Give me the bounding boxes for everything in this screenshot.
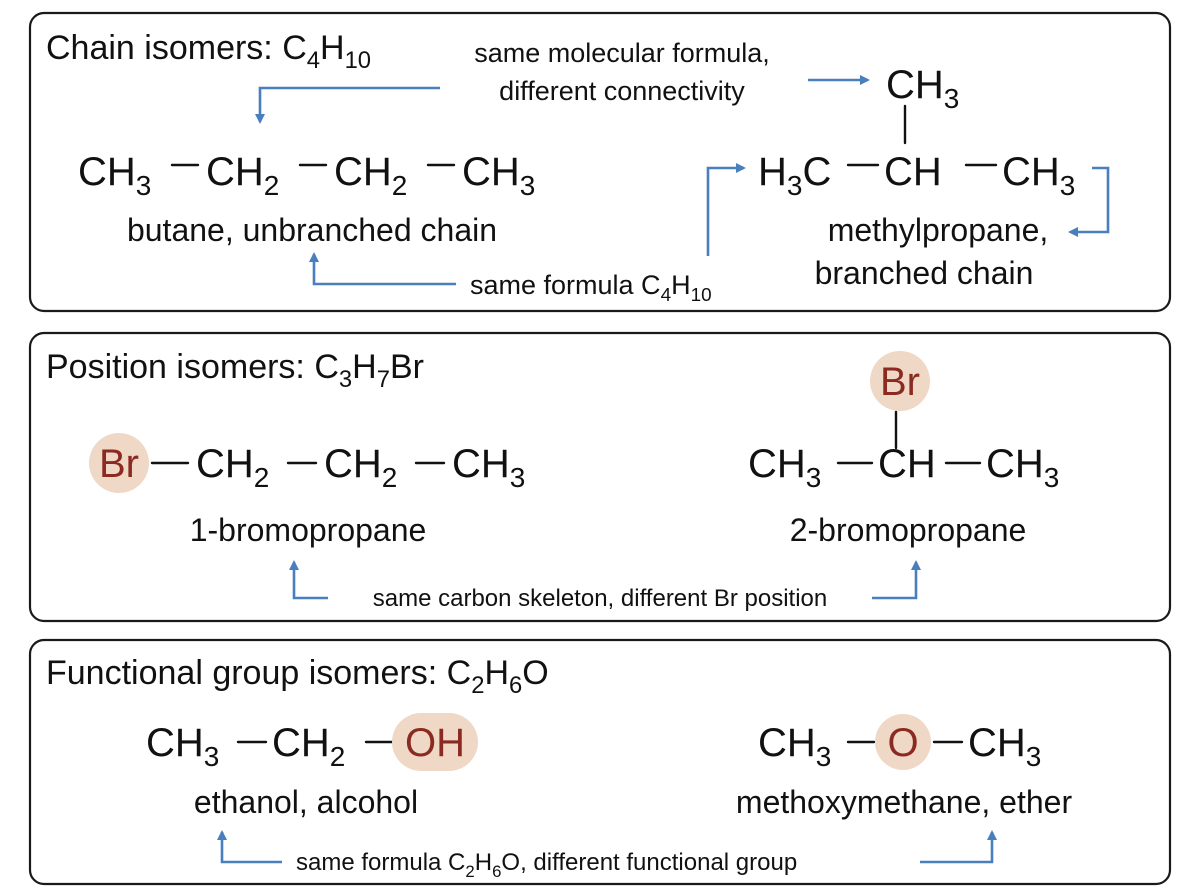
methylpropane-left-methyl: H3C [758, 150, 831, 201]
bromine-highlight-1 [89, 433, 149, 493]
chain-panel-title: Chain isomers: C4H10 [46, 29, 371, 74]
butane-label: butane, unbranched chain [127, 212, 497, 248]
butane-group-4: CH3 [462, 150, 535, 201]
position-note: same carbon skeleton, different Br posit… [373, 585, 827, 612]
2-bromopropane-label: 2-bromopropane [790, 512, 1027, 548]
butane-group-2: CH2 [206, 150, 279, 201]
ethanol-label: ethanol, alcohol [194, 784, 418, 820]
2-bromopropane-center: CH [878, 442, 936, 486]
functional-panel-title: Functional group isomers: C2H6O [46, 654, 549, 699]
methylpropane-label-line1: methylpropane, [828, 212, 1049, 248]
2-bromopropane-right-methyl: CH3 [986, 442, 1059, 493]
methylpropane-label-line2: branched chain [815, 255, 1034, 291]
bromine-highlight-2 [870, 351, 930, 411]
ether-right-methyl: CH3 [968, 721, 1041, 772]
chain-arrow-to-methylpropane-chain [706, 163, 746, 256]
butane-group-1: CH3 [78, 150, 151, 201]
ethanol-hydroxyl: OH [405, 721, 465, 765]
position-isomers-panel: Position isomers: C3H7Br Br CH2 CH2 CH3 … [28, 331, 1172, 623]
1-bromopropane-label: 1-bromopropane [190, 512, 427, 548]
functional-isomers-panel: Functional group isomers: C2H6O CH3 CH2 … [28, 638, 1172, 886]
position-panel-title: Position isomers: C3H7Br [46, 348, 424, 393]
butane-structure: CH3 CH2 CH2 CH3 [78, 150, 535, 201]
chain-arrow-to-butane-label [309, 252, 456, 286]
position-arrow-left [289, 560, 328, 600]
functional-note: same formula C2H6O, different functional… [296, 849, 797, 881]
butane-group-3: CH2 [334, 150, 407, 201]
methylpropane-center: CH [884, 150, 942, 194]
hydroxyl-highlight [392, 713, 478, 771]
ethanol-group-1: CH3 [146, 721, 219, 772]
chain-arrow-to-butane [255, 86, 440, 124]
1-bromopropane-group-3: CH2 [324, 442, 397, 493]
chain-note-top-line2: different connectivity [499, 76, 745, 106]
chain-isomers-panel: Chain isomers: C4H10 same molecular form… [28, 11, 1172, 313]
2-bromopropane-bromine: Br [880, 360, 920, 404]
1-bromopropane-bromine: Br [99, 442, 139, 486]
methylpropane-top-methyl: CH3 [886, 63, 959, 114]
2-bromopropane-left-methyl: CH3 [748, 442, 821, 493]
methylpropane-right-methyl: CH3 [1002, 150, 1075, 201]
methylpropane-structure: CH3 H3C CH CH3 [758, 63, 1075, 201]
chain-arrow-to-methylpropane-label [1068, 166, 1110, 237]
1-bromopropane-group-4: CH3 [452, 442, 525, 493]
chain-note-top-line1: same molecular formula, [474, 38, 770, 68]
1-bromopropane-structure: Br CH2 CH2 CH3 [89, 433, 525, 493]
methoxymethane-structure: CH3 O CH3 [758, 714, 1041, 772]
1-bromopropane-group-2: CH2 [196, 442, 269, 493]
2-bromopropane-structure: Br CH3 CH CH3 [748, 351, 1059, 493]
ether-oxygen-highlight [875, 714, 931, 770]
methoxymethane-label: methoxymethane, ether [736, 784, 1073, 820]
functional-arrow-right [920, 830, 997, 864]
chain-note-bottom: same formula C4H10 [470, 270, 712, 306]
ethanol-structure: CH3 CH2 OH [146, 713, 478, 772]
position-arrow-right [872, 560, 921, 600]
ether-oxygen: O [887, 721, 918, 765]
functional-panel-frame [28, 638, 1172, 886]
functional-arrow-left [217, 830, 282, 864]
ether-left-methyl: CH3 [758, 721, 831, 772]
ethanol-group-2: CH2 [272, 721, 345, 772]
